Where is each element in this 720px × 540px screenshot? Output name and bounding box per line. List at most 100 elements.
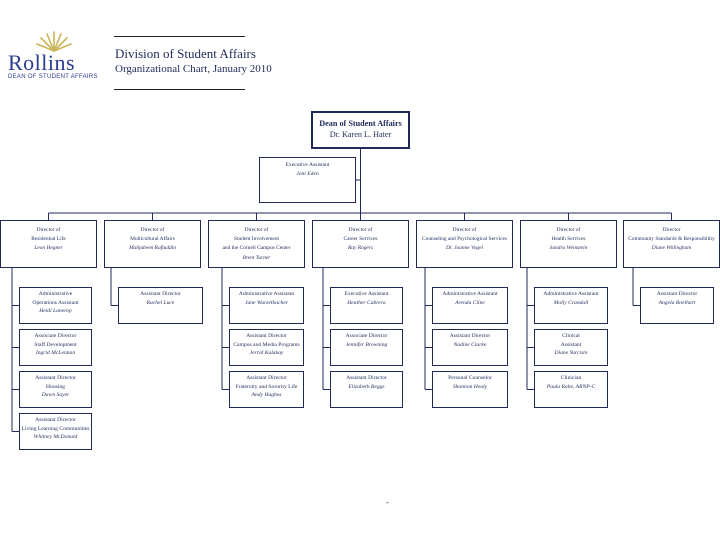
staff-box-line-2: Staff Development: [34, 341, 77, 348]
staff-box-name: Nadine Clarke: [453, 341, 487, 348]
staff-box-name: Angela Boelhart: [658, 299, 696, 306]
staff-box-line-1: Assistant Director: [246, 333, 287, 339]
staff-box-name: Dawn Sayer: [41, 392, 70, 399]
director-box-name: Brent Turner: [242, 254, 271, 261]
staff-box-line-1: Administrative Assistant: [238, 291, 295, 297]
director-box-line-2: Health Services: [551, 236, 586, 243]
director-box-name: Diane Willingham: [651, 245, 692, 252]
staff-box-line-1: Clinician: [560, 375, 582, 381]
staff-box-name: Ingrid McLennan: [35, 350, 76, 357]
director-box-line-2: Career Services: [343, 236, 378, 243]
staff-box-name: Shannon Healy: [452, 383, 488, 390]
director-box: Director of Student Involvement and the Co…: [208, 220, 305, 268]
director-box-name: Dr. Joanne Vogel: [446, 245, 483, 252]
logo-subtitle: DEAN OF STUDENT AFFAIRS: [8, 74, 98, 80]
staff-box-line-2: Living Learning Communities: [21, 425, 90, 432]
director-box-line-3: and the Cornell Campus Center: [222, 245, 291, 252]
staff-box-line-1: Assistant Director: [140, 291, 181, 297]
header-rule-top: [114, 36, 245, 37]
director-box-name: Mahjabeen Rafiuddin: [129, 245, 176, 252]
staff-box-line-1: Executive Assistant: [344, 291, 389, 297]
director-box-line-1: Director of: [348, 227, 373, 233]
staff-box-line-1: Assistant Director: [449, 333, 491, 339]
staff-box-line-1: Administrative Assistant: [543, 291, 599, 297]
director-box-name: Sandra Weinstein: [549, 245, 588, 252]
staff-box-name: Andy Hughes: [251, 392, 282, 399]
director-box-line-1: Director of: [556, 227, 581, 233]
executive-assistant-box: Executive Assistant Joni Eden: [259, 157, 356, 203]
director-box-line-1: Director of: [36, 227, 61, 233]
header-rule-bottom: [114, 89, 245, 90]
staff-box-line-1: Associate Director: [34, 333, 77, 339]
staff-box-line-2: Operations Assistant: [32, 299, 79, 306]
staff-box-name: Rachel Luce: [146, 299, 175, 306]
staff-box-name: Arenda Cline: [455, 299, 485, 306]
director-box: Director of Counseling and Psychological …: [416, 220, 513, 268]
rollins-logo: Rollins DEAN OF STUDENT AFFAIRS: [8, 30, 100, 82]
dean-title: Dean of Student Affairs: [319, 119, 402, 128]
director-box-line-2: Student Involvement: [233, 236, 280, 243]
director-box-line-2: Community Standards & Responsibility: [628, 236, 715, 243]
director-box-line-1: Director: [662, 227, 681, 233]
director-box-name: Leon Hegner: [34, 245, 63, 252]
staff-box-line-1: Assistant Director: [35, 375, 76, 381]
staff-box-line-2: Housing: [46, 383, 65, 390]
sunburst-icon: [36, 31, 72, 52]
logo-wordmark: Rollins: [8, 50, 76, 75]
staff-box-name: Elizabeth Beggs: [348, 383, 385, 390]
staff-box-line-1: Associate Director: [345, 333, 388, 339]
staff-box-name: Jennifer Browning: [345, 341, 388, 348]
director-box-line-1: Director of: [244, 227, 269, 233]
staff-box-name: Heather Cabrera: [347, 299, 386, 306]
director-box-line-1: Director of: [452, 227, 477, 233]
staff-box-line-2: Fraternity and Sorority Life: [235, 383, 298, 390]
staff-box-line-1: Assistant Director: [346, 375, 387, 381]
staff-box-line-1: Personal Counselor: [448, 375, 492, 381]
staff-box-line-1: Administrative: [38, 291, 73, 297]
page-title: Division of Student Affairs: [115, 46, 256, 61]
staff-box-line-2: Assistant: [560, 341, 582, 348]
dean-box: Dean of Student Affairs Dr. Karen L. Hat…: [311, 111, 410, 149]
staff-box-name: Whitney McDonald: [33, 434, 78, 441]
dean-name: Dr. Karen L. Hater: [329, 130, 392, 139]
director-box-line-2: Residential Life: [31, 236, 66, 243]
staff-box-name: Jerrid Kalakay: [249, 350, 284, 357]
director-box-line-2: Multicultural Affairs: [130, 236, 175, 243]
staff-box-name: Paula Rabe, ARNP-C: [546, 383, 596, 390]
director-box-line-1: Director of: [140, 227, 165, 233]
staff-box-line-1: Assistant Director: [656, 291, 698, 297]
page-subtitle: Organizational Chart, January 2010: [115, 63, 272, 75]
director-box-name: Ray Rogers: [347, 245, 373, 252]
staff-box-name: Jane Wurzelbacher: [244, 299, 289, 306]
staff-box-name: Molly Crandall: [553, 299, 589, 306]
exec-assistant-title: Executive Assistant: [285, 162, 330, 168]
staff-box-line-1: Assistant Director: [246, 375, 287, 381]
staff-box-line-1: Administrative Assistant: [442, 291, 498, 297]
staff-box-name: Diane Yurcisin: [554, 350, 588, 357]
director-box-line-2: Counseling and Psychological Services: [422, 236, 507, 243]
staff-box-line-1: Clinical: [562, 333, 580, 339]
